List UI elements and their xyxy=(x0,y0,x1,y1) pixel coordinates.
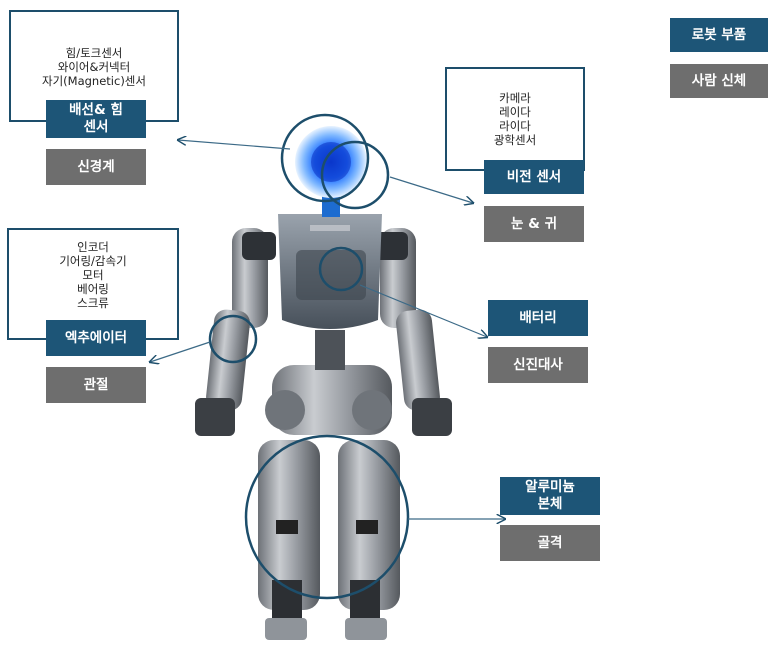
robot-torso xyxy=(278,214,382,329)
detail-item: 라이다 xyxy=(499,119,531,133)
detail-item: 카메라 xyxy=(499,91,531,105)
detail-item: 자기(Magnetic)센서 xyxy=(42,74,146,88)
robot-hips xyxy=(265,330,392,435)
highlight-circles xyxy=(208,113,410,600)
body-label-text: 신진대사 xyxy=(513,356,563,373)
robot-legs xyxy=(258,440,400,640)
legend-robot-parts-text: 로봇 부품 xyxy=(691,26,747,43)
aluminum-part-label: 알루미늄 본체 xyxy=(500,477,600,515)
body-label-text: 신경계 xyxy=(77,158,115,175)
battery-body-label: 신진대사 xyxy=(488,347,588,383)
legend-human-body: 사람 신체 xyxy=(670,64,768,98)
wiring-body-label: 신경계 xyxy=(46,149,146,185)
robot-arms xyxy=(195,228,452,436)
connector-lines xyxy=(150,140,505,519)
detail-item: 기어링/감속기 xyxy=(59,254,127,268)
wiring-part-label: 배선& 힘 센서 xyxy=(46,100,146,138)
actuator-part-label: 엑추에이터 xyxy=(46,320,146,356)
vision-part-label: 비전 센서 xyxy=(484,160,584,194)
part-label-line: 엑추에이터 xyxy=(64,329,128,346)
part-label-line: 배터리 xyxy=(519,309,557,326)
vision-detail-box: 카메라 레이다 라이다 광학센서 xyxy=(445,67,585,171)
battery-part-label: 배터리 xyxy=(488,300,588,336)
body-label-text: 관절 xyxy=(83,376,109,393)
body-label-text: 골격 xyxy=(537,534,563,551)
body-label-text: 눈 & 귀 xyxy=(510,215,557,232)
detail-item: 모터 xyxy=(82,268,104,282)
aluminum-body-label: 골격 xyxy=(500,525,600,561)
legend-robot-parts: 로봇 부품 xyxy=(670,18,768,52)
part-label-line: 센서 xyxy=(83,119,109,135)
vision-body-label: 눈 & 귀 xyxy=(484,206,584,242)
robot-head xyxy=(295,126,367,217)
detail-item: 인코더 xyxy=(77,240,109,254)
part-label-line: 본체 xyxy=(537,496,563,512)
legend-human-body-text: 사람 신체 xyxy=(691,72,747,89)
detail-item: 스크류 xyxy=(77,296,109,310)
detail-item: 레이다 xyxy=(499,105,531,119)
part-label-line: 알루미늄 xyxy=(525,479,575,495)
part-label-line: 비전 센서 xyxy=(506,168,562,185)
actuator-body-label: 관절 xyxy=(46,367,146,403)
detail-item: 힘/토크센서 xyxy=(65,46,123,60)
part-label-line: 배선& 힘 xyxy=(69,102,123,118)
detail-item: 광학센서 xyxy=(493,133,537,147)
detail-item: 와이어&커넥터 xyxy=(57,60,131,74)
detail-item: 베어링 xyxy=(77,282,109,296)
